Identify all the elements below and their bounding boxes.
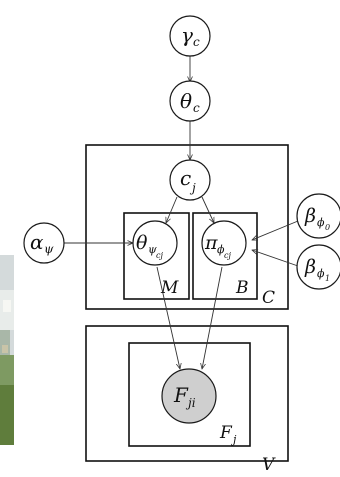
plate-V-label: V xyxy=(262,455,276,475)
node-beta1-subsub: 1 xyxy=(325,274,330,283)
node-c-j: c j xyxy=(169,159,211,201)
plate-M-label: M xyxy=(160,278,179,298)
node-gamma-symbol: γ xyxy=(181,23,193,47)
node-gamma-sub: c xyxy=(193,35,200,49)
node-theta-psi: θ ψ cj xyxy=(132,220,178,266)
edge-thetapsi-F xyxy=(156,266,180,369)
node-piphi-subsub: cj xyxy=(224,251,231,260)
node-theta-c: θ c xyxy=(169,80,211,122)
plate-B xyxy=(192,212,258,300)
edge-piphi-F xyxy=(202,266,223,369)
plate-C-label: C xyxy=(262,288,275,308)
node-alpha-sub: ψ xyxy=(44,242,54,256)
node-F-symbol: F xyxy=(173,383,189,407)
node-pi-phi: π ϕ cj xyxy=(201,220,247,266)
photo-fragment xyxy=(0,255,14,445)
node-thetac-symbol: θ xyxy=(180,89,192,113)
node-F-sub: ji xyxy=(185,396,196,410)
edge-beta0-piphi xyxy=(252,220,299,240)
node-cj-symbol: c xyxy=(180,166,191,190)
node-alpha-psi: α ψ xyxy=(23,222,65,264)
node-beta0-sub: ϕ xyxy=(317,216,325,229)
plate-V xyxy=(85,325,289,462)
plate-Fj-label: F j xyxy=(219,423,237,446)
plate-C xyxy=(85,144,289,310)
node-beta1-symbol: β xyxy=(304,256,316,278)
edge-cj-thetapsi xyxy=(166,196,178,223)
edge-beta1-piphi xyxy=(252,250,299,267)
node-thetapsi-sub: ψ xyxy=(148,243,157,256)
node-thetac-sub: c xyxy=(193,101,200,115)
plate-Fj xyxy=(128,342,251,447)
node-cj-sub: j xyxy=(189,181,196,195)
node-F-ji-observed: F ji xyxy=(161,368,217,424)
node-piphi-sub: ϕ xyxy=(217,243,225,256)
plate-B-label: B xyxy=(235,278,249,298)
node-piphi-symbol: π xyxy=(204,232,218,254)
node-beta0-subsub: 0 xyxy=(325,223,330,232)
edge-cj-piphi xyxy=(201,196,215,223)
plate-Fj-symbol: F xyxy=(219,423,233,443)
node-beta0-symbol: β xyxy=(304,205,316,227)
plate-Fj-sub: j xyxy=(230,433,237,446)
node-gamma-c: γ c xyxy=(169,15,211,57)
node-beta-phi1: β ϕ 1 xyxy=(296,244,340,290)
plate-M xyxy=(123,212,190,300)
node-thetapsi-symbol: θ xyxy=(136,232,148,254)
node-beta-phi0: β ϕ 0 xyxy=(296,193,340,239)
node-beta1-sub: ϕ xyxy=(317,267,325,280)
node-thetapsi-subsub: cj xyxy=(156,251,163,260)
node-alpha-symbol: α xyxy=(30,230,44,254)
